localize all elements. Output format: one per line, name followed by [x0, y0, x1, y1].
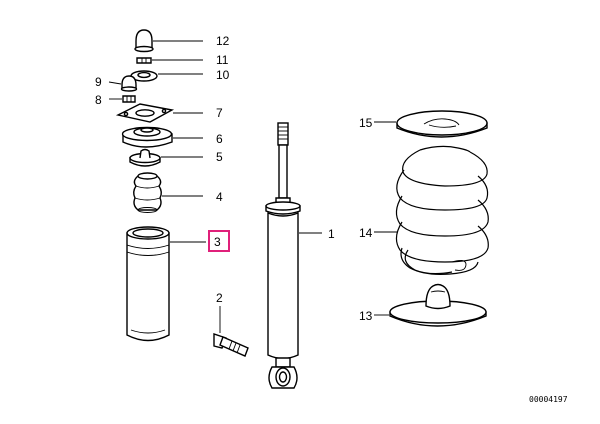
protective-tube-part[interactable] [126, 226, 170, 342]
callout-2[interactable]: 2 [216, 291, 223, 305]
callout-13[interactable]: 13 [359, 309, 373, 323]
dust-cap-part[interactable] [134, 29, 154, 53]
drawing-number: 00004197 [529, 395, 568, 404]
nut-part[interactable] [136, 57, 152, 64]
bump-stop-part[interactable] [133, 172, 162, 213]
upper-spring-pad-part[interactable] [396, 110, 488, 138]
callout-1[interactable]: 1 [328, 227, 335, 241]
spring-pad-part[interactable] [129, 148, 161, 167]
callout-6[interactable]: 6 [216, 132, 223, 146]
callout-11[interactable]: 11 [216, 53, 229, 67]
gasket-part[interactable] [115, 103, 175, 123]
coil-spring-part[interactable] [395, 145, 489, 275]
bolt-part[interactable] [213, 333, 249, 357]
nut-small-part[interactable] [122, 95, 136, 103]
shock-absorber-part[interactable] [265, 122, 301, 389]
callout-7[interactable]: 7 [216, 106, 223, 120]
callout-4[interactable]: 4 [216, 190, 223, 204]
leader-9 [108, 81, 122, 85]
washer-part[interactable] [130, 70, 158, 82]
callout-9[interactable]: 9 [95, 75, 102, 89]
callout-3[interactable]: 3 [214, 235, 221, 249]
callout-8[interactable]: 8 [95, 93, 102, 107]
callout-14[interactable]: 14 [359, 226, 373, 240]
callout-12[interactable]: 12 [216, 34, 230, 48]
support-bearing-part[interactable] [121, 126, 173, 148]
cap-part[interactable] [120, 75, 138, 92]
callout-15[interactable]: 15 [359, 116, 373, 130]
callout-5[interactable]: 5 [216, 150, 223, 164]
lower-spring-pad-part[interactable] [389, 283, 487, 327]
highlight-box [208, 230, 230, 252]
callout-10[interactable]: 10 [216, 68, 230, 82]
